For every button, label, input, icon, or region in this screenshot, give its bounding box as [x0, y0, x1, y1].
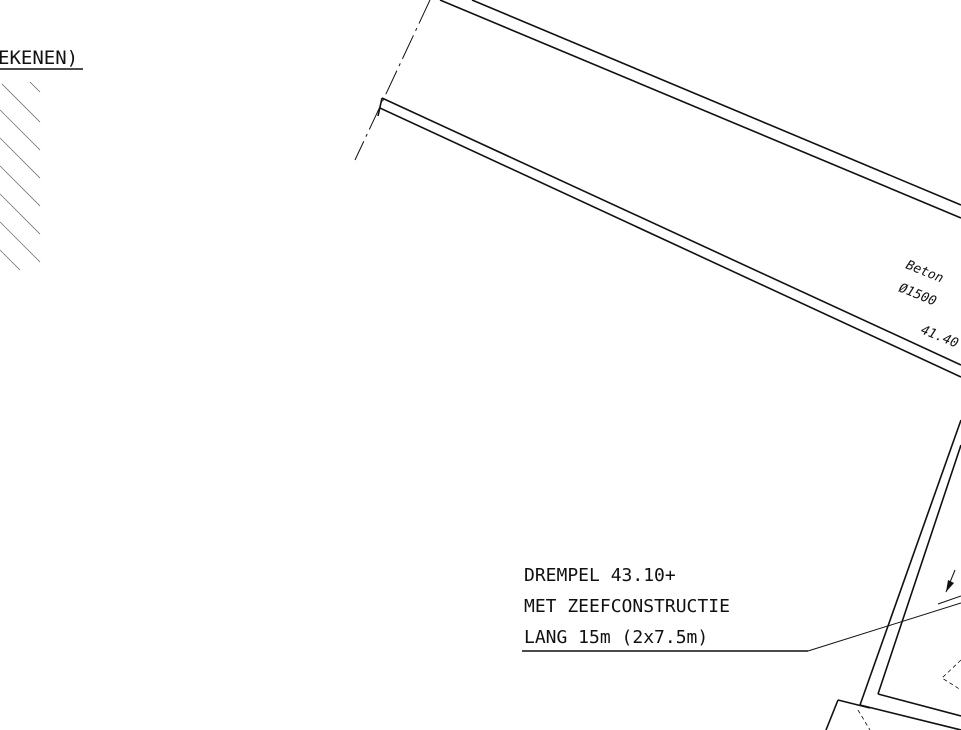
pipe-diameter-label: Ø1500	[897, 281, 939, 310]
center-line	[354, 0, 431, 161]
callout-leader	[807, 602, 961, 652]
pipe-wall-lower-inner	[379, 107, 961, 378]
dashed-triangle	[941, 659, 961, 691]
pipe-wall-lower-outer	[381, 97, 961, 366]
structure-bottom-outer	[859, 704, 961, 730]
hidden-line	[857, 709, 871, 730]
pipe-end-cap	[377, 97, 383, 117]
dimension-arrowhead	[946, 580, 954, 592]
pipe-material-label: Beton	[904, 258, 946, 287]
hatch-area	[0, 81, 41, 271]
structure-wall-outer	[859, 419, 961, 706]
structure-footing	[825, 699, 839, 730]
structure-footing-top	[837, 699, 871, 709]
structure-bottom-inner	[877, 693, 961, 717]
pipe-wall-upper-outer	[439, 0, 961, 219]
callout-line-3: LANG 15m (2x7.5m)	[524, 627, 708, 648]
top-left-label: EKENEN)	[0, 47, 78, 69]
callout-line-2: MET ZEEFCONSTRUCTIE	[524, 596, 730, 617]
callout-line-1: DREMPEL 43.10+	[524, 565, 676, 586]
pipe-level-label: 41.40	[919, 323, 961, 352]
dimension-extension	[937, 595, 961, 605]
structure-wall-inner	[877, 444, 961, 695]
pipe-wall-upper-inner	[471, 0, 961, 206]
